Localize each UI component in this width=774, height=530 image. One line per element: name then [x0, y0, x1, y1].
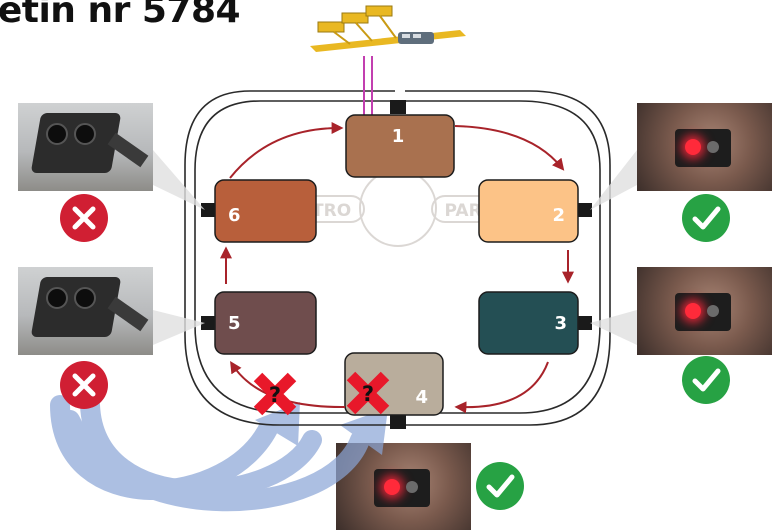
led-plug [675, 129, 731, 167]
module-label: 2 [552, 205, 565, 226]
failure-question-mark: ? [362, 382, 374, 406]
ok-check-icon [476, 462, 524, 510]
red-led-icon [384, 479, 400, 495]
connector-socket [46, 287, 68, 309]
module-label: 5 [228, 313, 241, 334]
module-label: 3 [554, 313, 567, 334]
red-led-icon [685, 303, 701, 319]
connector-socket [46, 123, 68, 145]
module-label: 6 [228, 205, 241, 226]
module-6: 6 [214, 179, 317, 243]
ok-check-icon [682, 356, 730, 404]
led-plug [374, 469, 430, 507]
module-3: 3 [478, 291, 579, 355]
module-label: 4 [415, 387, 428, 408]
module-2: 2 [478, 179, 579, 243]
flow-arrow-6-1 [229, 122, 344, 179]
module-1: 1 [345, 114, 455, 178]
connector-socket [74, 287, 96, 309]
led-socket [707, 141, 719, 153]
ok-check-icon [682, 194, 730, 242]
connectors [201, 100, 592, 429]
connector-photo-6 [18, 103, 153, 191]
led-plug [675, 293, 731, 331]
failure-cross: ? [346, 371, 390, 415]
module-label: 1 [392, 126, 405, 147]
callout-lines [153, 150, 637, 345]
led-socket [707, 305, 719, 317]
flow-arrow-3-4 [454, 361, 549, 414]
fail-icon [60, 361, 108, 409]
module-5: 5 [214, 291, 317, 355]
page-title: letin nr 5784 [0, 0, 241, 31]
led-socket [406, 481, 418, 493]
fail-icon [60, 194, 108, 242]
failure-cross: ? [253, 372, 297, 416]
connector-socket [74, 123, 96, 145]
connector-photo-5 [18, 267, 153, 355]
feeder-wires [363, 56, 373, 116]
track-layout-icon [310, 5, 466, 52]
flow-arrow-1-2 [454, 125, 565, 171]
led-photo-2 [637, 103, 772, 191]
failure-question-mark: ? [269, 383, 281, 407]
led-photo-3 [637, 267, 772, 355]
red-led-icon [685, 139, 701, 155]
blue-arrow-to-5-6 [50, 395, 388, 512]
